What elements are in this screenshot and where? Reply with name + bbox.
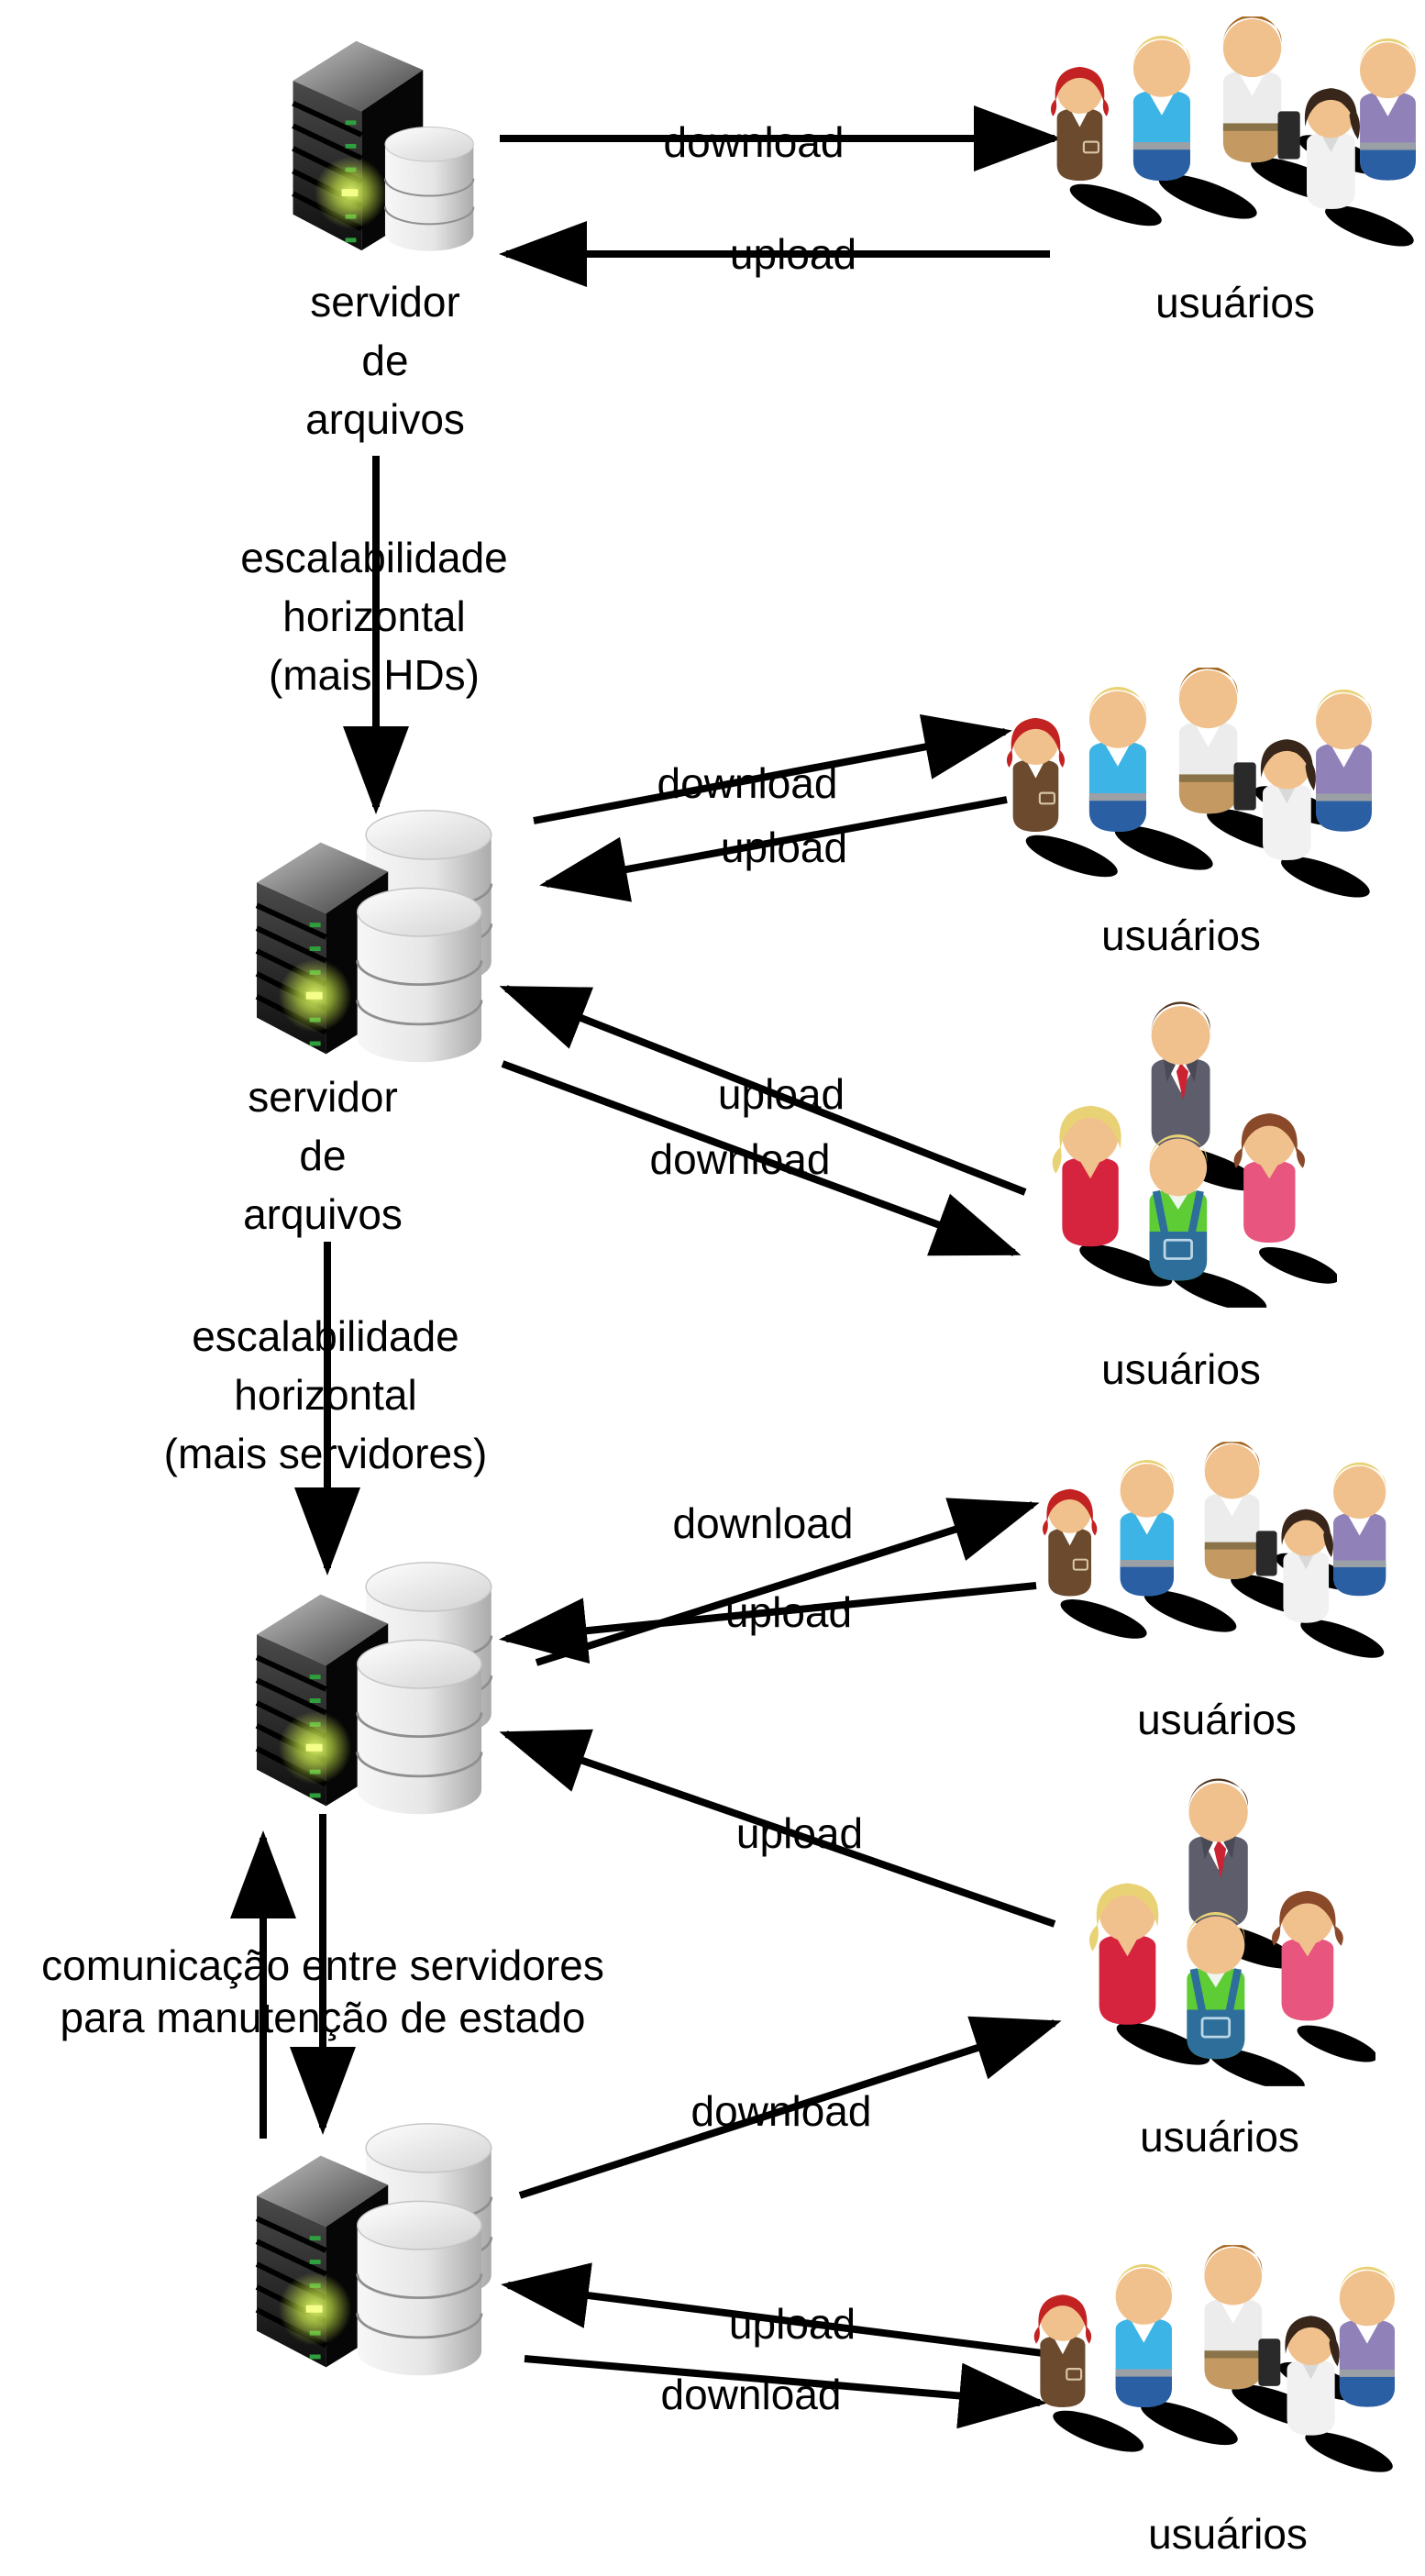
- arrow-upload-u6-s4: [501, 2262, 1051, 2358]
- edge-label-upload-3: upload: [717, 1070, 845, 1118]
- users-1-icon: [1036, 17, 1421, 268]
- server-4-icon: [249, 2120, 499, 2379]
- users-4-label: usuários: [1137, 1696, 1297, 1743]
- arrow-download-s2-u2: [533, 713, 1012, 824]
- edge-label-download-4: download: [672, 1499, 854, 1547]
- edge-label-upload-6: upload: [728, 2300, 856, 2348]
- users-4-icon: [1029, 1442, 1391, 1678]
- arrow-upload-u4-s3: [499, 1582, 1037, 1664]
- edge-label-upload-1: upload: [729, 230, 857, 278]
- users-3-label: usuários: [1101, 1345, 1261, 1393]
- edge-label-download-1: download: [663, 118, 845, 166]
- users-1-label: usuários: [1155, 279, 1315, 326]
- arrow-download-s3-u4: [535, 1498, 1040, 1666]
- edge-label-upload-4: upload: [724, 1588, 853, 1636]
- arrow-upload-u5-s3: [499, 1729, 1056, 1928]
- users-5-label: usuários: [1140, 2113, 1299, 2161]
- annotation-server-communication: comunicação entre servidores para manute…: [41, 1941, 604, 2041]
- server-2-label: servidor de arquivos: [243, 1073, 403, 1238]
- arrow-download-s4-u6: [524, 2355, 1047, 2429]
- server-1-icon: [284, 23, 477, 258]
- users-3-icon: [1016, 995, 1337, 1308]
- annotation-scalability-servers: escalabilidade horizontal (mais servidor…: [163, 1312, 488, 1477]
- users-2-icon: [992, 668, 1377, 919]
- edge-label-download-6: download: [660, 2371, 842, 2418]
- edge-label-download-5: download: [690, 2087, 872, 2135]
- edge-label-download-2: download: [657, 759, 838, 807]
- arrow-upload-u3-s2: [499, 985, 1027, 1196]
- server-1-label: servidor de arquivos: [305, 278, 465, 443]
- server-2-icon: [249, 807, 499, 1066]
- users-2-label: usuários: [1101, 912, 1261, 959]
- users-5-icon: [1053, 1772, 1375, 2086]
- edge-label-upload-2: upload: [720, 824, 848, 871]
- annotation-scalability-hds: escalabilidade horizontal (mais HDs): [240, 534, 508, 699]
- edge-label-upload-5: upload: [735, 1809, 864, 1857]
- server-3-icon: [249, 1559, 499, 1818]
- arrow-download-s2-u3: [501, 1060, 1022, 1256]
- arrow-download-s4-u5: [518, 2016, 1062, 2199]
- users-6-label: usuários: [1148, 2510, 1308, 2558]
- edge-label-download-3: download: [649, 1135, 831, 1183]
- users-6-icon: [1020, 2245, 1400, 2493]
- arrow-upload-u2-s2: [539, 796, 1008, 902]
